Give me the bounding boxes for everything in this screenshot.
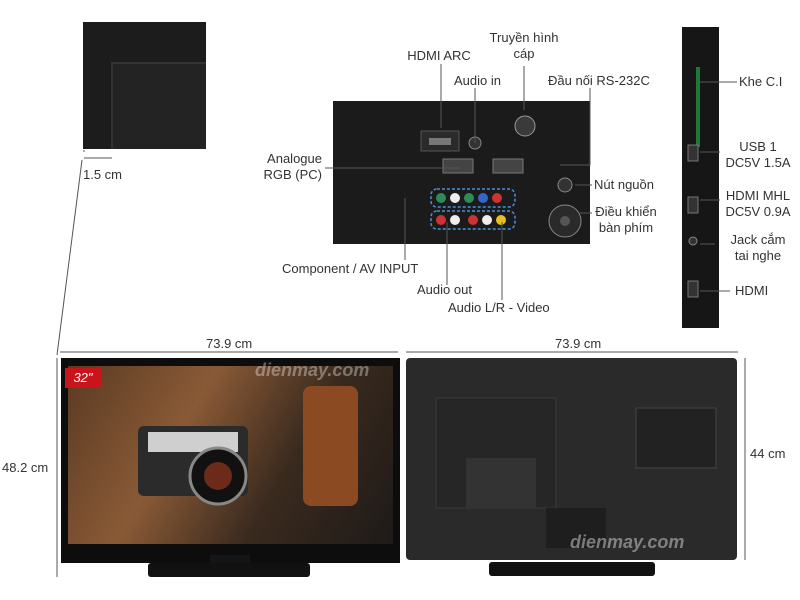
width-front-label: 73.9 cm [206, 336, 253, 351]
audio-out-label: Audio out [417, 282, 472, 297]
keypad-control-label: Điều khiển bàn phím [595, 204, 657, 235]
analogue-rgb-label: Analogue RGB (PC) [263, 151, 323, 182]
tv-front-view [61, 358, 400, 563]
thickness-label: 1.5 cm [83, 167, 123, 182]
hdmi-arc-label: HDMI ARC [407, 48, 471, 63]
rs232c-label: Đầu nối RS-232C [548, 73, 650, 88]
rear-port-svg [420, 115, 582, 238]
hdmi-mhl-label: HDMI MHL DC5V 0.9A [725, 188, 791, 219]
screen-size-badge: 32" [65, 368, 101, 388]
headphone-jack-label: Jack cắm tai nghe [730, 232, 786, 263]
hdmi-label: HDMI [735, 283, 769, 298]
watermark-front: dienmay.com [255, 360, 370, 380]
tv-screen-image [68, 366, 393, 544]
side-port-svg [687, 67, 700, 298]
rear-port-panel [333, 101, 590, 244]
side-port-panel [682, 27, 719, 328]
height-stand-label: 48.2 cm [2, 460, 49, 475]
watermark-back: dienmay.com [570, 532, 685, 552]
ci-slot-label: Khe C.I [739, 74, 783, 89]
tv-back-view [406, 358, 737, 560]
usb-label: USB 1 DC5V 1.5A [725, 139, 791, 170]
cable-tv-label: Truyền hình cáp [489, 30, 559, 61]
audio-in-label: Audio in [454, 73, 501, 88]
power-button-label: Nút nguồn [594, 177, 654, 192]
back-stand-base [489, 562, 655, 576]
bezel-corner-closeup [83, 22, 206, 149]
width-back-label: 73.9 cm [555, 336, 602, 351]
component-av-label: Component / AV INPUT [282, 261, 419, 276]
audio-lr-video-label: Audio L/R - Video [448, 300, 550, 315]
front-stand-base [148, 563, 310, 577]
height-body-label: 44 cm [750, 446, 786, 461]
